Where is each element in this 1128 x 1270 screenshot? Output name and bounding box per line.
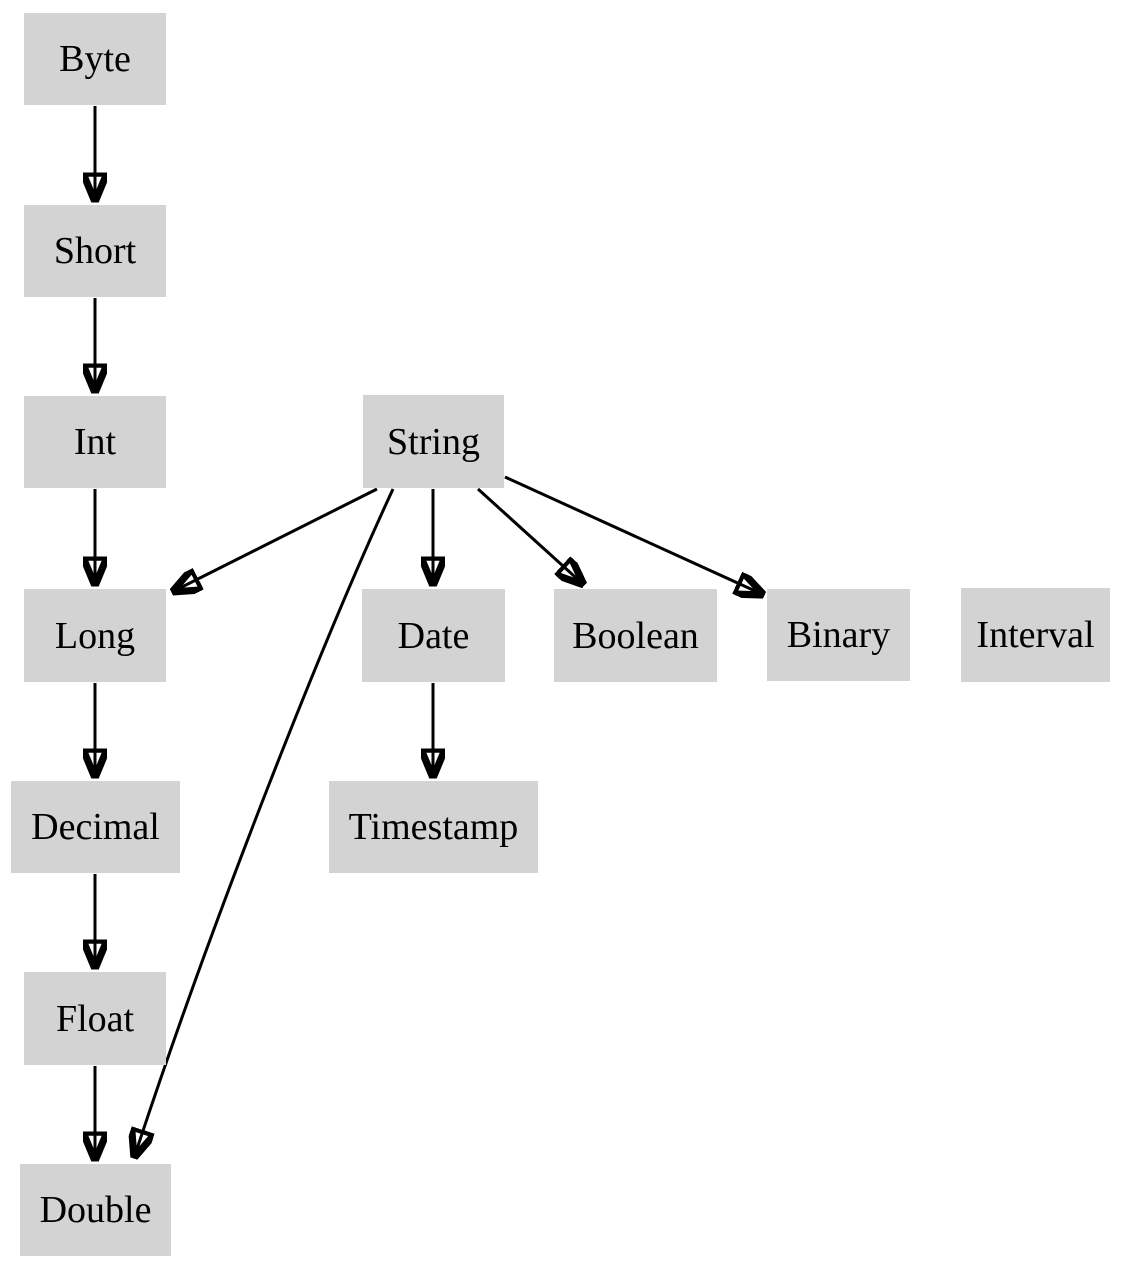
node-long: Long bbox=[24, 589, 166, 682]
node-float: Float bbox=[24, 972, 166, 1065]
edge-string-boolean bbox=[476, 487, 584, 585]
node-decimal: Decimal bbox=[11, 781, 180, 873]
node-boolean: Boolean bbox=[554, 589, 717, 682]
node-timestamp: Timestamp bbox=[329, 781, 538, 873]
node-double: Double bbox=[20, 1164, 171, 1256]
node-int: Int bbox=[24, 396, 166, 488]
node-date: Date bbox=[362, 589, 505, 682]
node-short: Short bbox=[24, 205, 166, 297]
node-byte: Byte bbox=[24, 13, 166, 105]
edge-string-double bbox=[134, 488, 395, 1158]
edge-string-long bbox=[172, 487, 378, 592]
node-interval: Interval bbox=[961, 588, 1110, 682]
node-binary: Binary bbox=[767, 589, 910, 681]
edge-string-binary bbox=[504, 475, 764, 595]
node-string: String bbox=[363, 395, 504, 488]
